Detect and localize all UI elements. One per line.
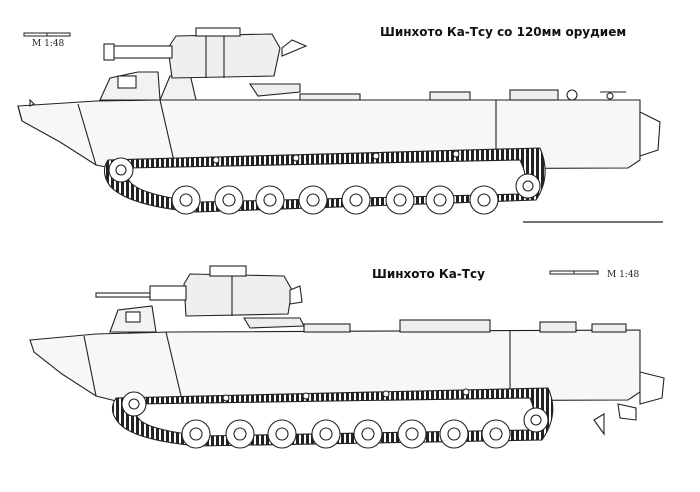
- top-vehicle-drawing: [17, 27, 661, 215]
- bottom-road-wheels: [121, 391, 549, 449]
- bottom-scale-bar: [549, 270, 599, 275]
- top-gun-barrel: [111, 45, 173, 59]
- bottom-turret: [183, 273, 293, 317]
- bottom-view-title: Шинхото Ка-Тсу: [372, 267, 485, 281]
- top-scale-bar: [23, 32, 71, 37]
- bottom-hull: [29, 329, 641, 403]
- bottom-scale-label: М 1:48: [607, 270, 640, 280]
- top-view-title: Шинхото Ка-Тсу со 120мм орудием: [380, 25, 627, 39]
- bottom-vehicle-drawing: [29, 265, 665, 449]
- top-scale-label: М 1:48: [32, 39, 65, 49]
- top-road-wheels: [108, 157, 541, 215]
